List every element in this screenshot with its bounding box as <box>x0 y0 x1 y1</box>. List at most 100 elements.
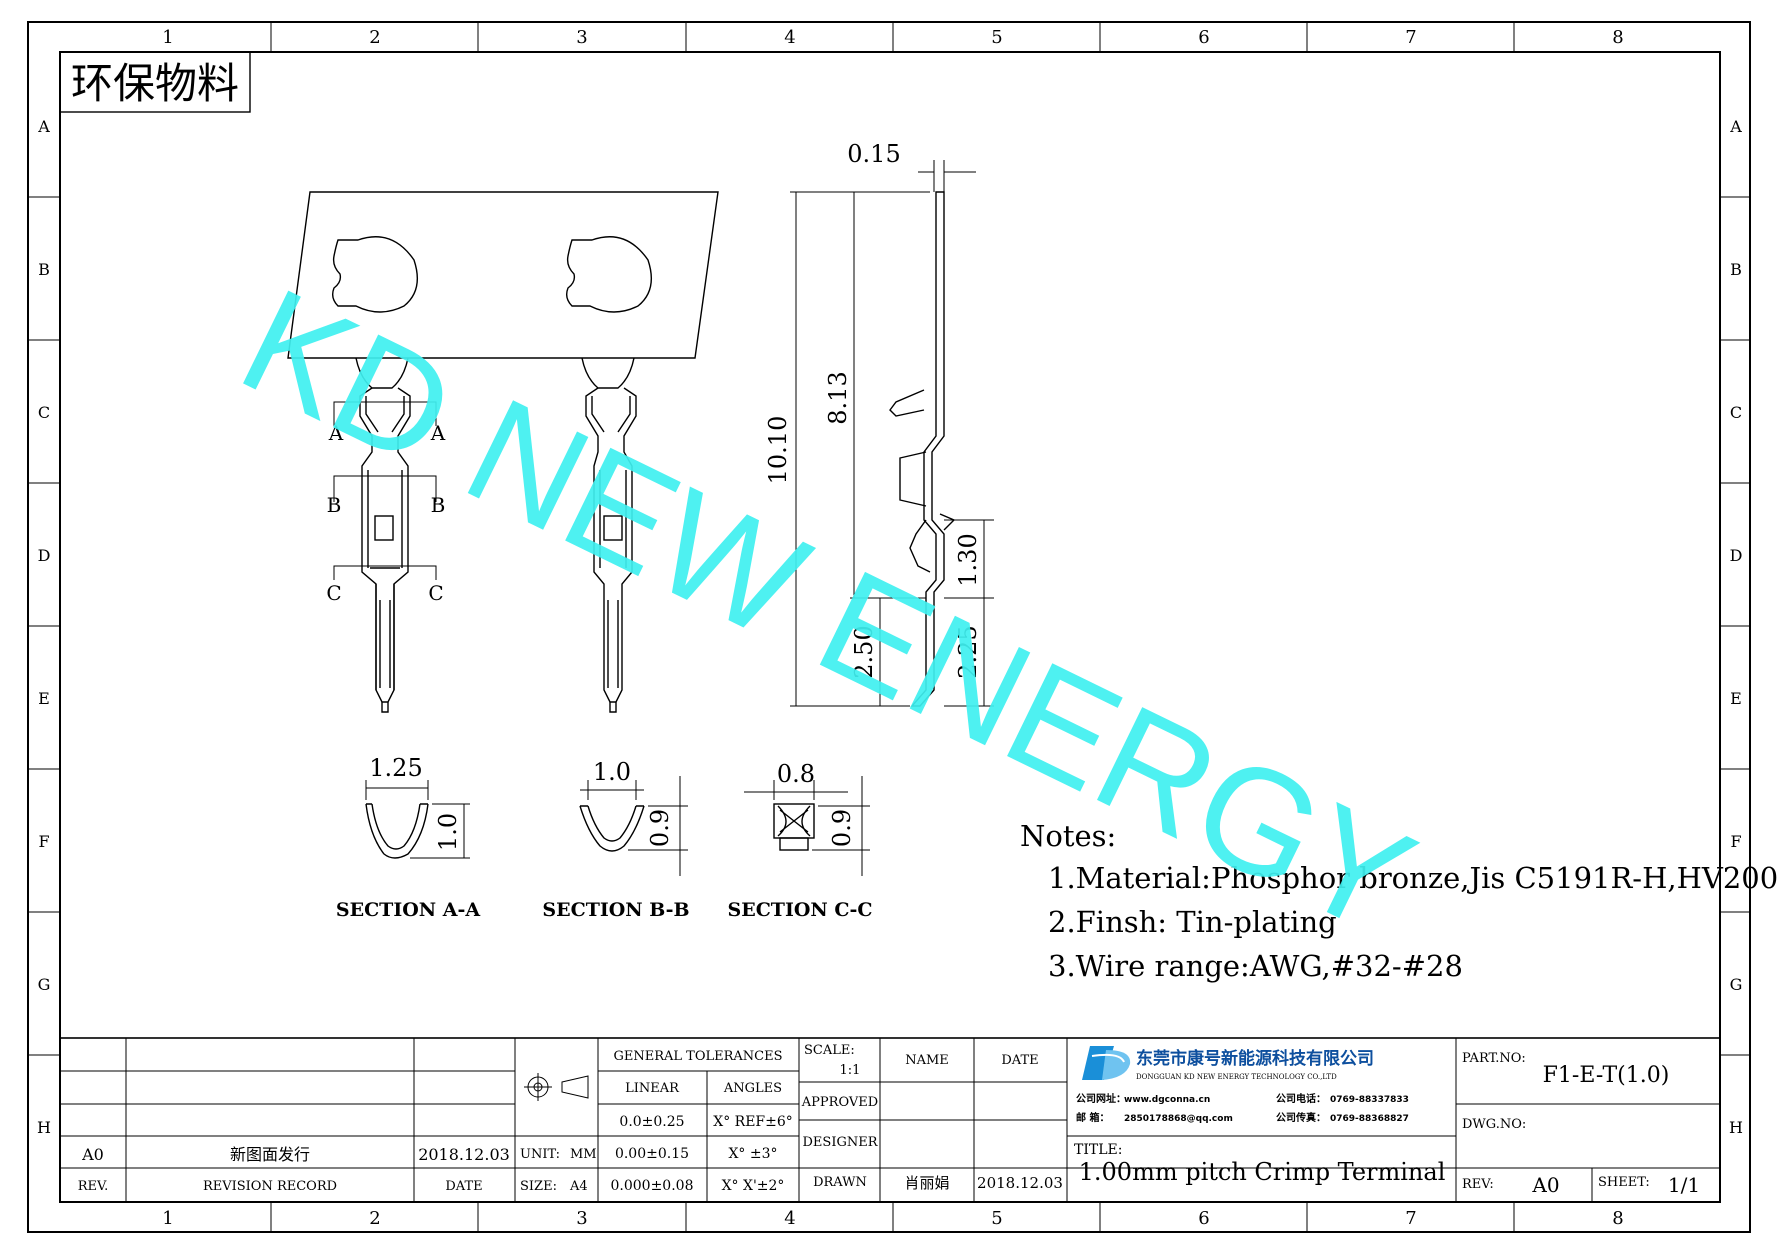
dim-thickness: 0.15 <box>847 140 900 168</box>
title-block-grid <box>59 1037 1721 1203</box>
dim-total-length: 10.10 <box>764 416 792 485</box>
scale-label: SCALE: <box>804 1043 855 1058</box>
unit-label: UNIT: <box>520 1147 560 1162</box>
section-mark: C <box>428 581 443 605</box>
row-label-right: D <box>1730 546 1743 565</box>
section-b-b-label: SECTION B-B <box>542 899 689 921</box>
section-c-c-width: 0.8 <box>777 760 815 788</box>
dim-barb: 1.30 <box>954 533 982 586</box>
section-a-a-width: 1.25 <box>369 754 422 782</box>
eco-stamp-box <box>59 51 251 113</box>
col-label-bottom: 6 <box>1198 1208 1209 1229</box>
col-label-bottom: 2 <box>369 1208 380 1229</box>
note-item: 2.Finsh: Tin-plating <box>1048 905 1337 939</box>
row-label-left: D <box>38 546 51 565</box>
row-label-right: E <box>1730 689 1742 708</box>
column-grid <box>270 22 1515 1232</box>
part-no: F1-E-T(1.0) <box>1543 1063 1670 1088</box>
col-label-top: 8 <box>1612 27 1623 48</box>
eco-stamp: 环保物料 <box>71 59 239 108</box>
watermark: KD NEW ENERGY <box>218 256 1438 966</box>
col-label-bottom: 8 <box>1612 1208 1623 1229</box>
company-fax: 0769-88368827 <box>1330 1114 1409 1124</box>
section-a-a-profile <box>365 803 429 859</box>
drawn-date: 2018.12.03 <box>977 1174 1063 1192</box>
company-logo <box>1082 1046 1131 1080</box>
row-label-left: E <box>38 689 50 708</box>
col-label-bottom: 7 <box>1405 1208 1416 1229</box>
col-label-top: 3 <box>576 27 587 48</box>
title-label: TITLE: <box>1074 1142 1122 1158</box>
dim-pin-length: 2.50 <box>850 625 878 678</box>
drawn-label: DRAWN <box>813 1175 867 1190</box>
section-b-b-width: 1.0 <box>593 758 631 786</box>
tolerance-linear: 0.000±0.08 <box>611 1178 694 1194</box>
col-label-bottom: 4 <box>784 1208 795 1229</box>
row-label-right: B <box>1730 260 1742 279</box>
col-label-bottom: 3 <box>576 1208 587 1229</box>
company-tel-label: 公司电话： <box>1276 1092 1326 1105</box>
tolerance-linear: 0.0±0.25 <box>619 1114 684 1130</box>
terminal-front-view-1 <box>355 357 411 713</box>
drawn-name: 肖丽娟 <box>904 1174 949 1192</box>
section-a-a-label: SECTION A-A <box>336 899 481 921</box>
row-label-right: H <box>1729 1118 1743 1137</box>
notes-heading: Notes: <box>1020 819 1116 853</box>
section-cut-lines <box>333 401 437 580</box>
row-label-left: C <box>38 403 50 422</box>
section-c-c-height: 0.9 <box>828 809 856 847</box>
third-angle-projection-icon <box>524 1073 589 1101</box>
company-fax-label: 公司传真： <box>1276 1111 1326 1124</box>
row-label-left: G <box>38 975 51 994</box>
sheet-label: SHEET: <box>1598 1175 1650 1190</box>
section-b-b-height: 0.9 <box>646 809 674 847</box>
linear-header: LINEAR <box>625 1081 680 1096</box>
company-mail-label: 邮 箱： <box>1076 1111 1109 1124</box>
col-label-bottom: 5 <box>991 1208 1002 1229</box>
tolerance-angle: X° REF±6° <box>713 1114 793 1130</box>
size-label: SIZE: <box>520 1179 557 1194</box>
designer-label: DESIGNER <box>803 1135 879 1150</box>
row-label-left: H <box>37 1118 51 1137</box>
general-tolerances-header: GENERAL TOLERANCES <box>613 1049 782 1064</box>
company-name-en: DONGGUAN KD NEW ENERGY TECHNOLOGY CO.,LT… <box>1136 1073 1337 1081</box>
row-label-left: F <box>38 832 49 851</box>
section-b-b-profile <box>579 805 645 852</box>
header-rev: REV. <box>78 1179 109 1194</box>
row-label-right: C <box>1730 403 1742 422</box>
section-mark: B <box>431 493 446 517</box>
section-c-c-dims <box>744 776 870 876</box>
company-web-label: 公司网址： <box>1076 1092 1126 1105</box>
company-mail: 2850178868@qq.com <box>1124 1114 1233 1124</box>
col-label-top: 6 <box>1198 27 1209 48</box>
revision-date: 2018.12.03 <box>418 1145 510 1164</box>
row-label-right: A <box>1729 117 1742 136</box>
dim-tip-length: 2.25 <box>954 625 982 678</box>
col-label-top: 5 <box>991 27 1002 48</box>
row-label-left: B <box>38 260 50 279</box>
unit-value: MM <box>570 1147 597 1162</box>
tolerance-angle: X° ±3° <box>728 1146 777 1162</box>
section-b-b-dims <box>580 776 688 876</box>
terminal-front-view-2 <box>581 357 637 713</box>
tolerance-angle: X° X'±2° <box>722 1178 785 1194</box>
col-label-top: 2 <box>369 27 380 48</box>
size-value: A4 <box>569 1179 588 1194</box>
section-a-a-height: 1.0 <box>434 813 462 851</box>
section-c-c-label: SECTION C-C <box>727 899 872 921</box>
revision-record: 新图面发行 <box>230 1145 310 1164</box>
name-header: NAME <box>905 1053 949 1068</box>
carrier-strip <box>287 191 719 359</box>
sheet-value: 1/1 <box>1668 1173 1700 1197</box>
header-revision-record: REVISION RECORD <box>203 1179 337 1194</box>
dwg-no-label: DWG.NO: <box>1462 1117 1526 1132</box>
scale-value: 1:1 <box>840 1063 861 1078</box>
col-label-top: 7 <box>1405 27 1416 48</box>
col-label-bottom: 1 <box>162 1208 173 1229</box>
section-mark: C <box>326 581 341 605</box>
col-label-top: 1 <box>162 27 173 48</box>
col-label-top: 4 <box>784 27 795 48</box>
revision-code: A0 <box>81 1145 104 1164</box>
drawing-title: 1.00mm pitch Crimp Terminal <box>1079 1158 1446 1186</box>
